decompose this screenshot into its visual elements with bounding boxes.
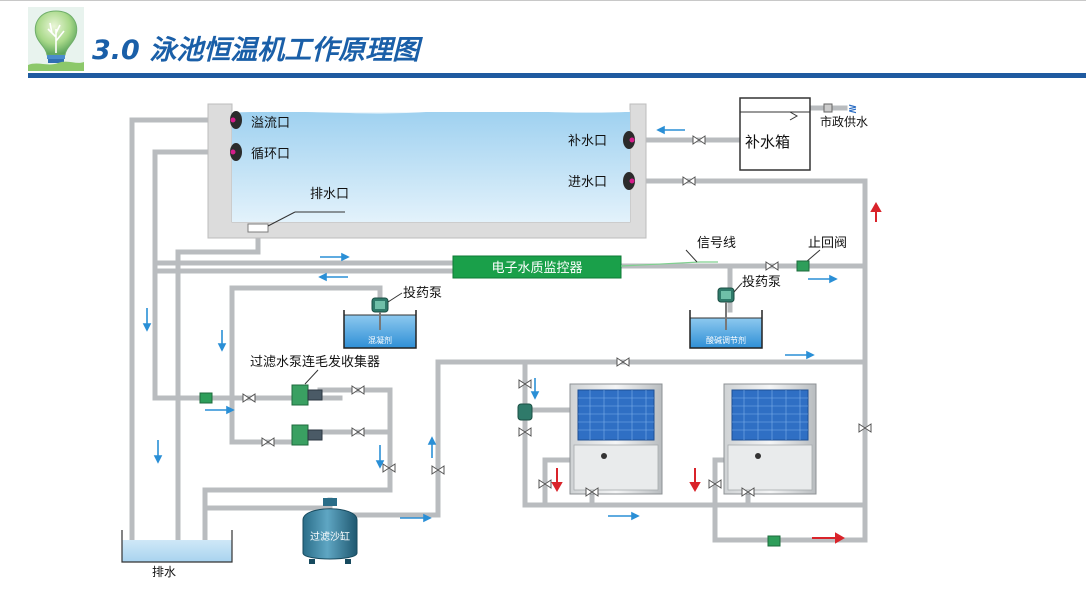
valve-icon <box>765 261 779 271</box>
valve-icon <box>682 176 696 186</box>
filter-pumps: 过滤水泵连毛发收集器 <box>250 354 380 446</box>
water-quality-controller: 电子水质监控器 信号线 止回阀 <box>452 236 847 279</box>
port-fitting-icon <box>623 131 635 149</box>
drain-port-label: 排水口 <box>310 187 349 202</box>
ph-regulator-label: 酸碱调节剂 <box>706 335 746 345</box>
pump-icon <box>291 384 323 406</box>
drain-grate <box>247 223 269 233</box>
makeup-port-label: 补水口 <box>568 134 607 149</box>
valve-icon <box>767 535 781 547</box>
valve-icon <box>431 465 445 475</box>
dosing-pump-left-label: 投药泵 <box>403 285 442 301</box>
valve-icon <box>351 427 365 437</box>
right-dosing-system: 酸碱调节剂 投药泵 <box>689 274 781 349</box>
pump-icon <box>717 287 735 303</box>
valves <box>199 135 872 547</box>
circulation-port-label: 循环口 <box>251 147 290 162</box>
valve-icon <box>382 463 396 473</box>
dosing-pump-right-label: 投药泵 <box>742 274 781 290</box>
sand-filter: 过滤沙缸 <box>302 498 358 564</box>
municipal-supply-label: 市政供水 <box>820 114 868 129</box>
valve-icon <box>741 487 755 497</box>
valve-icon <box>616 357 630 367</box>
heat-pump-unit-icon <box>569 383 663 495</box>
overflow-port-label: 溢流口 <box>251 116 290 131</box>
title-underline <box>28 73 1086 78</box>
valve-icon <box>518 379 532 389</box>
valve-icon <box>242 393 256 403</box>
coagulant-label: 混凝剂 <box>368 335 392 345</box>
filter-pump-label: 过滤水泵连毛发收集器 <box>250 354 380 370</box>
valve-icon <box>858 423 872 433</box>
makeup-tank: 补水箱 ≷ 市政供水 <box>739 97 868 171</box>
drain-label: 排水 <box>152 565 176 579</box>
drain-basin: 排水 <box>121 530 233 579</box>
sand-filter-label: 过滤沙缸 <box>310 530 350 543</box>
valve-icon <box>692 135 706 145</box>
logo-lightbulb-icon <box>28 7 84 71</box>
valve-icon <box>796 260 810 272</box>
pump-icon <box>371 297 389 313</box>
pump-icon <box>291 424 323 446</box>
pump-icon <box>517 403 533 421</box>
left-dosing-system: 混凝剂 投药泵 <box>343 285 442 349</box>
valve-icon <box>518 427 532 437</box>
valve-icon <box>585 487 599 497</box>
port-fitting-icon <box>623 172 635 190</box>
valve-icon <box>199 392 213 404</box>
port-fitting-icon <box>230 111 242 129</box>
page-title: 3.0 泳池恒温机工作原理图 <box>92 35 420 66</box>
valve-icon <box>708 479 722 489</box>
svg-text:≷: ≷ <box>848 102 857 115</box>
port-fitting-icon <box>230 143 242 161</box>
top-border <box>0 0 1086 1</box>
check-valve-label: 止回阀 <box>808 236 847 251</box>
heat-pump-unit-icon <box>723 383 817 495</box>
signal-line-label: 信号线 <box>697 236 736 251</box>
valve-icon <box>261 437 275 447</box>
inlet-port-label: 进水口 <box>568 175 607 190</box>
swimming-pool: 溢流口 循环口 排水口 补水口 进水口 <box>207 103 647 239</box>
controller-label: 电子水质监控器 <box>491 261 582 276</box>
valve-icon <box>538 479 552 489</box>
flow-arrows <box>142 125 882 544</box>
makeup-tank-label: 补水箱 <box>745 133 790 151</box>
valve-icon <box>351 385 365 395</box>
